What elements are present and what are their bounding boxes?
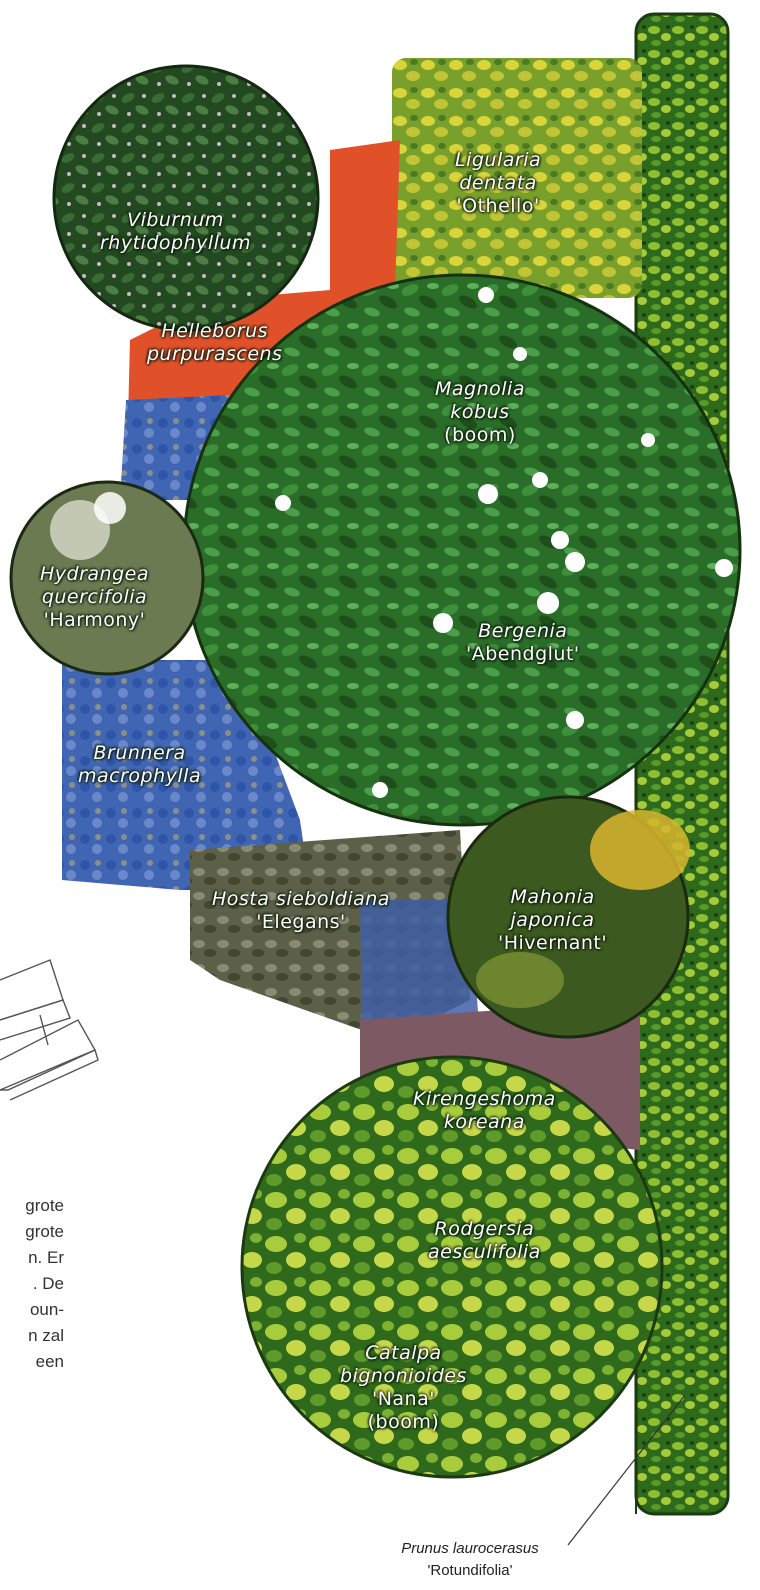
paving-outline (0, 960, 98, 1100)
shrub-viburnum (54, 66, 318, 330)
body-text-fragment: grote grote n. Er . De oun- n zal een (0, 1193, 64, 1375)
label-rodgersia: Rodgersia aesculifolia (428, 1218, 541, 1264)
label-mahonia: Mahonia japonica 'Hivernant' (498, 886, 607, 955)
caption-prunus: Prunus laurocerasus 'Rotundifolia' (360, 1538, 580, 1582)
label-hosta: Hosta sieboldiana 'Elegans' (212, 888, 390, 934)
label-helleborus: Helleborus purpurascens (147, 320, 282, 366)
label-ligularia: Ligularia dentata 'Othello' (455, 149, 541, 218)
label-hydrangea: Hydrangea quercifolia 'Harmony' (40, 563, 149, 632)
label-brunnera: Brunnera macrophylla (78, 742, 201, 788)
label-kirengeshoma: Kirengeshoma koreana (413, 1088, 556, 1134)
label-bergenia: Bergenia 'Abendglut' (466, 620, 580, 666)
label-catalpa: Catalpa bignonioides 'Nana' (boom) (340, 1342, 467, 1434)
label-magnolia: Magnolia kobus (boom) (435, 378, 525, 447)
label-viburnum: Viburnum rhytidophyllum (100, 209, 251, 255)
